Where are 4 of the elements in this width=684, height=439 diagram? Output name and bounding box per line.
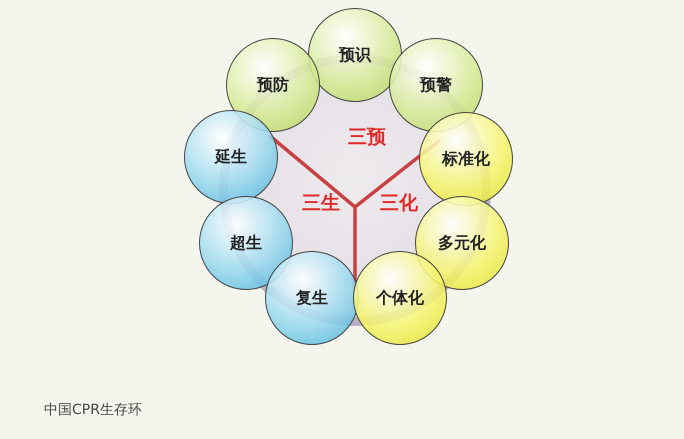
segment-label: 三预 xyxy=(348,125,386,150)
segment-label: 三化 xyxy=(380,191,418,216)
segment-label: 三生 xyxy=(302,191,340,216)
caption: 中国CPR生存环 xyxy=(44,401,142,419)
